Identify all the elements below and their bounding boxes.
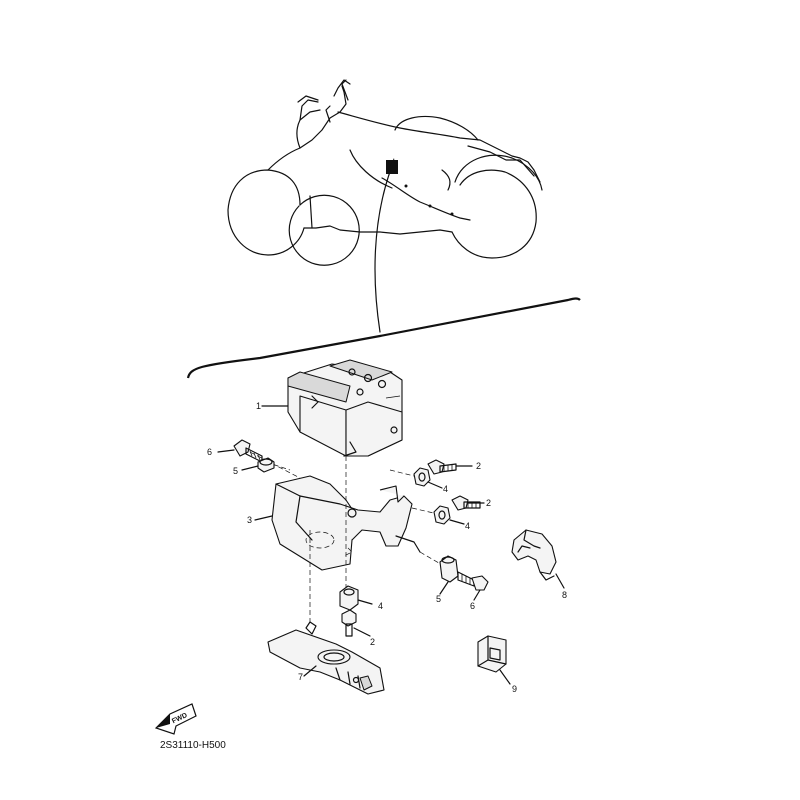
callout-part-1: 1 xyxy=(256,401,261,411)
callout-part-2-middle: 2 xyxy=(486,498,491,508)
callout-part-4-upper: 4 xyxy=(443,484,448,494)
detail-bracket xyxy=(186,297,581,379)
callout-part-8: 8 xyxy=(562,590,567,600)
nut-part-4-lower xyxy=(339,585,359,611)
bolt-part-2-upper xyxy=(427,459,457,475)
drawing-code: 2S31110-H500 xyxy=(160,740,226,751)
collar-part-5-left xyxy=(257,457,275,473)
bolt-part-2-lower xyxy=(341,609,357,637)
bolt-part-6-right xyxy=(457,571,489,591)
callout-part-2-upper: 2 xyxy=(476,461,481,471)
lower-bracket-plate xyxy=(267,621,385,695)
abs-mounting-bracket xyxy=(271,475,421,571)
motorcycle-outline xyxy=(227,79,543,266)
nut-part-4-middle xyxy=(433,505,451,525)
bolt-part-6-left xyxy=(233,439,263,463)
callout-part-2-lower: 2 xyxy=(370,637,375,647)
callout-part-4-middle: 4 xyxy=(465,521,470,531)
bolt-part-2-middle xyxy=(451,495,481,511)
callout-part-7: 7 xyxy=(298,672,303,682)
leader-arrowhead xyxy=(388,158,396,172)
callout-part-5-right: 5 xyxy=(436,594,441,604)
callout-part-6-left: 6 xyxy=(207,447,212,457)
callout-part-6-right: 6 xyxy=(470,601,475,611)
callout-part-9: 9 xyxy=(512,684,517,694)
abs-hydraulic-unit xyxy=(287,359,403,457)
callout-part-4-lower: 4 xyxy=(378,601,383,611)
nut-part-4-upper xyxy=(413,467,431,487)
detail-leader-line xyxy=(374,165,393,333)
callout-part-5-left: 5 xyxy=(233,466,238,476)
wire-connector xyxy=(477,635,507,673)
collar-part-5-right xyxy=(439,555,459,583)
callout-part-3: 3 xyxy=(247,515,252,525)
forward-direction-arrow: FWD xyxy=(154,703,197,735)
sensor-holder-clip xyxy=(511,529,557,581)
